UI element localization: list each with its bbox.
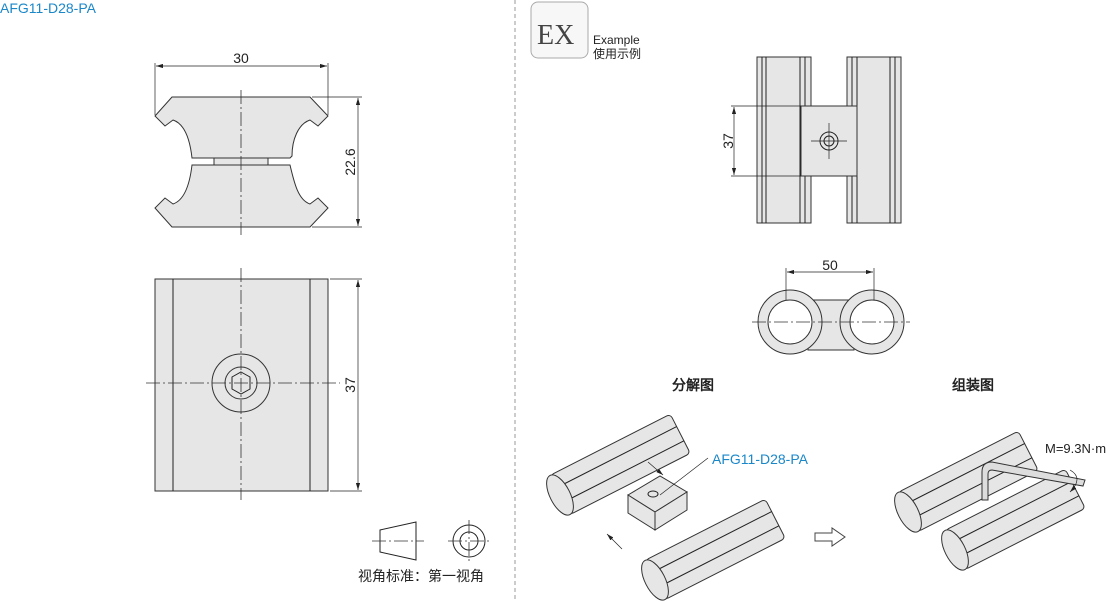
front-view: 37: [146, 268, 362, 500]
projection-label: 视角标准：第一视角: [358, 568, 484, 585]
assembled-view: M=9.3N·m: [894, 431, 1106, 571]
assembled-view-title: 组装图: [952, 377, 994, 394]
dim-width-label: 30: [233, 50, 249, 66]
example-label-en: Example: [593, 33, 640, 47]
example-label-cn: 使用示例: [593, 46, 641, 61]
part-number-title: AFG11-D28-PA: [0, 0, 97, 16]
exploded-view-title: 分解图: [672, 377, 714, 394]
top-profile-lower: [154, 164, 329, 228]
example-badge: EX Example 使用示例: [530, 1, 641, 61]
dim-height-label: 37: [720, 133, 736, 149]
dim-height-label: 22.6: [342, 148, 358, 175]
badge-text: EX: [537, 20, 574, 51]
exploded-view: AFG11-D28-PA: [546, 414, 809, 601]
example-top-view: 37: [720, 56, 902, 224]
part-callout: AFG11-D28-PA: [712, 451, 809, 467]
first-angle-projection-symbol: 视角标准：第一视角: [358, 520, 490, 585]
hex-socket-icon: [231, 371, 251, 395]
dim-height-label: 37: [342, 377, 358, 393]
hex-key-icon: [981, 461, 1086, 501]
arrow-right-icon: [814, 527, 846, 547]
example-section-view: 50: [752, 257, 910, 355]
top-view: 30 22.6: [154, 50, 362, 235]
torque-label: M=9.3N·m: [1045, 441, 1106, 456]
top-profile-upper: [154, 96, 329, 159]
dim-width-label: 50: [822, 257, 838, 273]
